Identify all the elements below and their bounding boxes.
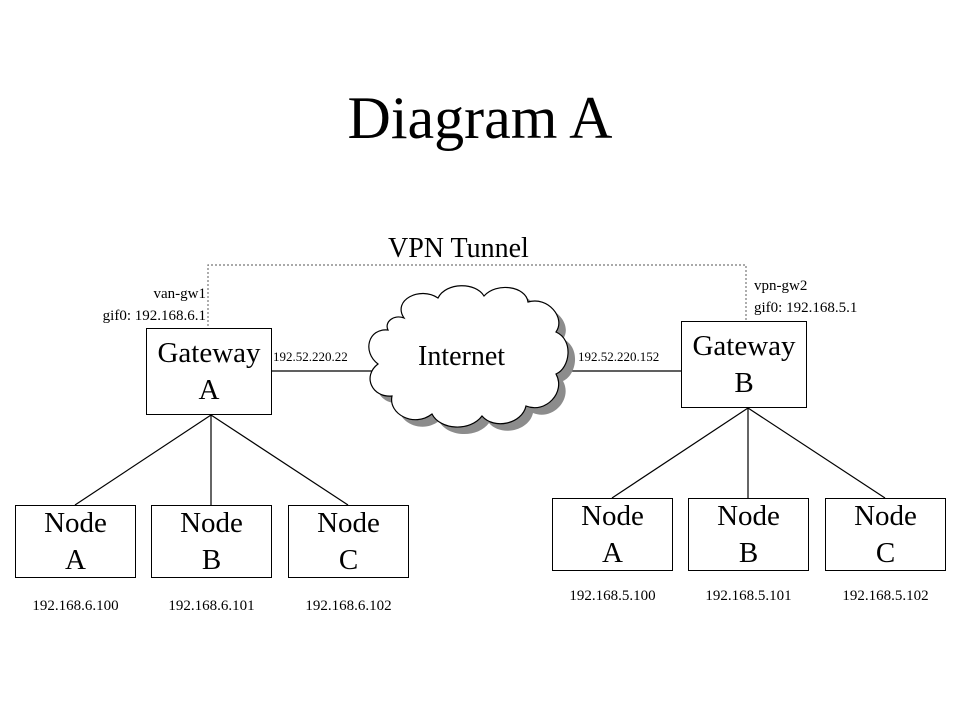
vpn-tunnel-label: VPN Tunnel <box>388 233 529 264</box>
network-b-node-a-ip: 192.168.5.100 <box>569 588 656 604</box>
link-gateway-b-node-a <box>611 407 749 499</box>
network-b-node-c: Node C <box>825 498 946 571</box>
internet-label: Internet <box>418 341 506 372</box>
gateway-a-gif-address: gif0: 192.168.6.1 <box>102 308 206 324</box>
network-b-node-b: Node B <box>688 498 809 571</box>
network-a-node-a: Node A <box>15 505 136 578</box>
gateway-a-box: Gateway A <box>146 328 272 415</box>
network-a-node-c-ip: 192.168.6.102 <box>305 598 392 614</box>
link-gateway-a-node-c <box>210 414 349 506</box>
gateway-a-public-ip: 192.52.220.22 <box>273 349 348 364</box>
gateway-a-hostname: van-gw1 <box>153 286 207 302</box>
network-b-node-b-ip: 192.168.5.101 <box>705 588 792 604</box>
link-gateway-b-node-c <box>747 407 886 499</box>
network-b-node-c-ip: 192.168.5.102 <box>842 588 929 604</box>
network-a-node-b-ip: 192.168.6.101 <box>168 598 255 614</box>
gateway-b-gif-address: gif0: 192.168.5.1 <box>754 300 858 316</box>
gateway-b-hostname: vpn-gw2 <box>754 278 808 294</box>
gateway-b-public-ip: 192.52.220.152 <box>578 349 660 364</box>
network-a-node-a-ip: 192.168.6.100 <box>32 598 119 614</box>
diagram-title: Diagram A <box>347 85 613 151</box>
link-gateway-a-node-a <box>74 414 212 506</box>
network-a-node-b: Node B <box>151 505 272 578</box>
cloud-icon <box>368 285 576 435</box>
network-b-node-a: Node A <box>552 498 673 571</box>
network-a-node-c: Node C <box>288 505 409 578</box>
vpn-tunnel-path <box>207 264 747 338</box>
gateway-b-box: Gateway B <box>681 321 807 408</box>
